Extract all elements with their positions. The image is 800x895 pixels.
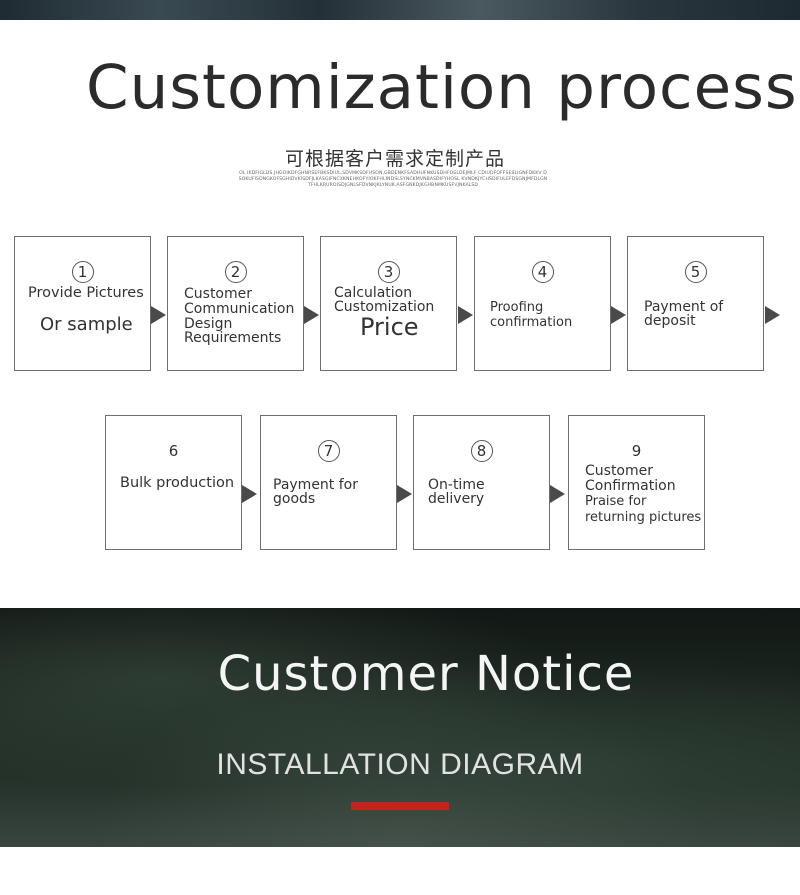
step-card-7: 7 Payment for goods — [260, 415, 397, 550]
step-label-9-line1: Customer — [585, 463, 654, 479]
step-card-6: 6 Bulk production — [105, 415, 242, 550]
step-label-6: Bulk production — [120, 475, 235, 491]
fine-print-text: OL IKDFIGLDS.JHGOIKDFGHNRSEFBKSDIUL,SDVM… — [238, 171, 548, 188]
bottom-spacer — [0, 847, 800, 895]
step-label-3-line2: Customization — [334, 299, 435, 315]
step-number-6: 6 — [168, 442, 179, 460]
step-label-2-line2: Communication — [184, 301, 295, 317]
step-number-8: 8 — [414, 440, 549, 462]
step-label-5-line2: deposit — [644, 313, 696, 329]
step-label-5-line1: Payment of — [644, 299, 724, 315]
arrow-icon — [611, 306, 626, 324]
step-number-2: 2 — [168, 261, 303, 283]
step-label-3-line1: Calculation — [334, 285, 413, 301]
step-card-5: 5 Payment of deposit — [627, 236, 764, 371]
step-number-3: 3 — [321, 261, 456, 283]
arrow-icon — [242, 485, 257, 503]
arrow-icon — [304, 306, 319, 324]
arrow-icon — [458, 306, 473, 324]
step-card-9: 9 Customer Confirmation Praise for retur… — [568, 415, 705, 550]
customer-notice-banner: Customer Notice INSTALLATION DIAGRAM — [0, 608, 800, 847]
arrow-icon — [397, 485, 412, 503]
step-label-2-line4: Requirements — [184, 330, 282, 346]
step-card-8: 8 On-time delivery — [413, 415, 550, 550]
step-label-9-line2: Confirmation — [585, 478, 676, 494]
step-number-7: 7 — [261, 440, 396, 462]
notice-title: Customer Notice — [217, 646, 635, 702]
step-label-8-line2: delivery — [428, 491, 485, 507]
step-label-3-big: Price — [360, 313, 419, 341]
step-label-1: Provide Pictures — [28, 285, 144, 301]
step-label-4-line1: Proofing — [490, 300, 544, 315]
arrow-icon — [151, 306, 166, 324]
step-card-3: 3 Calculation Customization Price — [320, 236, 457, 371]
step-number-4: 4 — [475, 261, 610, 283]
step-label-1-big: Or sample — [40, 314, 133, 335]
step-number-9: 9 — [631, 442, 642, 460]
arrow-icon — [765, 306, 780, 324]
step-label-2-line1: Customer — [184, 286, 253, 302]
step-label-8-line1: On-time — [428, 477, 485, 493]
step-card-2: 2 Customer Communication Design Requirem… — [167, 236, 304, 371]
step-label-7-line2: goods — [273, 491, 316, 507]
top-banner-strip — [0, 0, 800, 20]
step-card-4: 4 Proofing confirmation — [474, 236, 611, 371]
page-subtitle: 可根据客户需求定制产品 — [284, 148, 505, 170]
step-label-2-line3: Design — [184, 316, 233, 332]
page-title: Customization process — [86, 52, 798, 123]
step-label-9-line4: returning pictures — [585, 510, 702, 525]
arrow-icon — [550, 485, 565, 503]
step-label-7-line1: Payment for — [273, 477, 358, 493]
accent-underline — [351, 802, 449, 810]
step-number-5: 5 — [628, 261, 763, 283]
step-number-1: 1 — [15, 261, 150, 283]
installation-diagram-heading: INSTALLATION DIAGRAM — [216, 748, 584, 781]
step-label-4-line2: confirmation — [490, 315, 573, 330]
step-label-9-line3: Praise for — [585, 494, 647, 509]
step-card-1: 1 Provide Pictures Or sample — [14, 236, 151, 371]
